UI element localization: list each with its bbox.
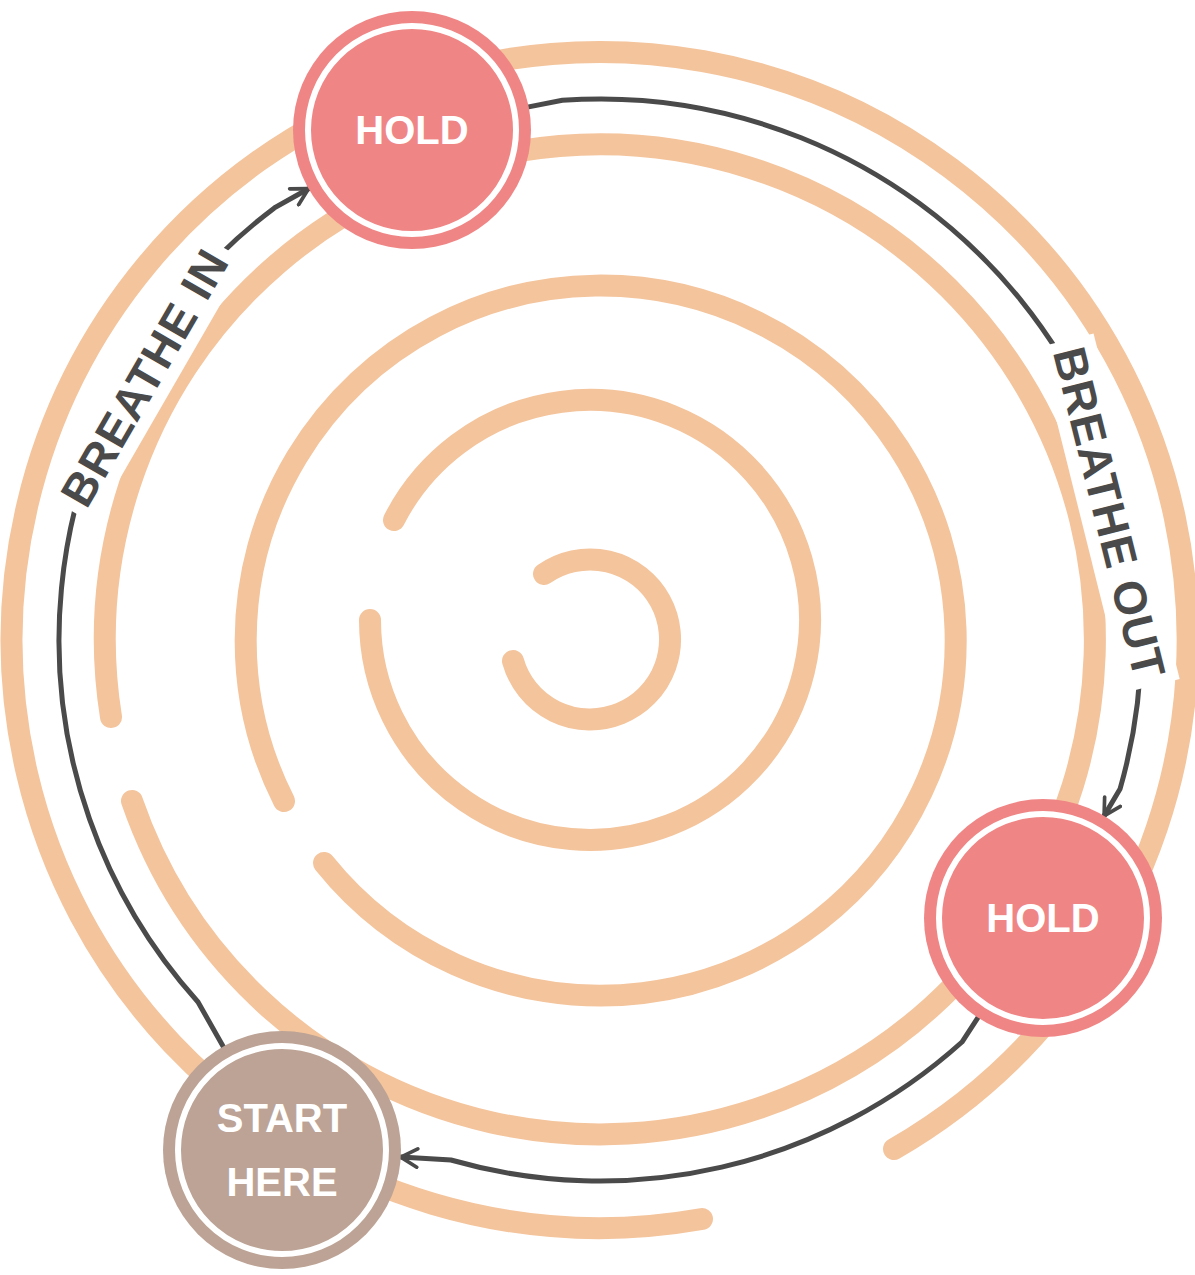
breath-instruction: BREATHE IN	[45, 232, 246, 523]
breath-step-circle: HOLD	[924, 799, 1162, 1037]
flow-arrow	[529, 99, 1141, 816]
edge-label-holder: BREATHE IN	[45, 232, 246, 523]
circle-fill	[924, 799, 1162, 1037]
circle-inner-ring	[939, 814, 1147, 1022]
circle-outline	[163, 1031, 401, 1269]
maze-ring	[513, 559, 670, 719]
breath-step-circle: HOLD	[293, 11, 531, 249]
maze-ring	[246, 286, 956, 996]
step-label: HOLD	[355, 104, 468, 156]
circle-fill	[293, 11, 531, 249]
breath-instruction: BREATHE OUT	[1039, 333, 1180, 692]
circle-fill	[163, 1031, 401, 1269]
step-label: START HERE	[202, 1086, 362, 1214]
flow-arrow	[401, 1018, 978, 1181]
maze-ring	[12, 52, 1188, 1228]
circle-inner-ring	[178, 1046, 386, 1254]
edge-label-holder: BREATHE OUT	[1039, 333, 1180, 692]
breath-step-circle: START HERE	[163, 1031, 401, 1269]
step-label: HOLD	[986, 892, 1099, 944]
circle-inner-ring	[308, 26, 516, 234]
maze-ring	[370, 400, 810, 840]
